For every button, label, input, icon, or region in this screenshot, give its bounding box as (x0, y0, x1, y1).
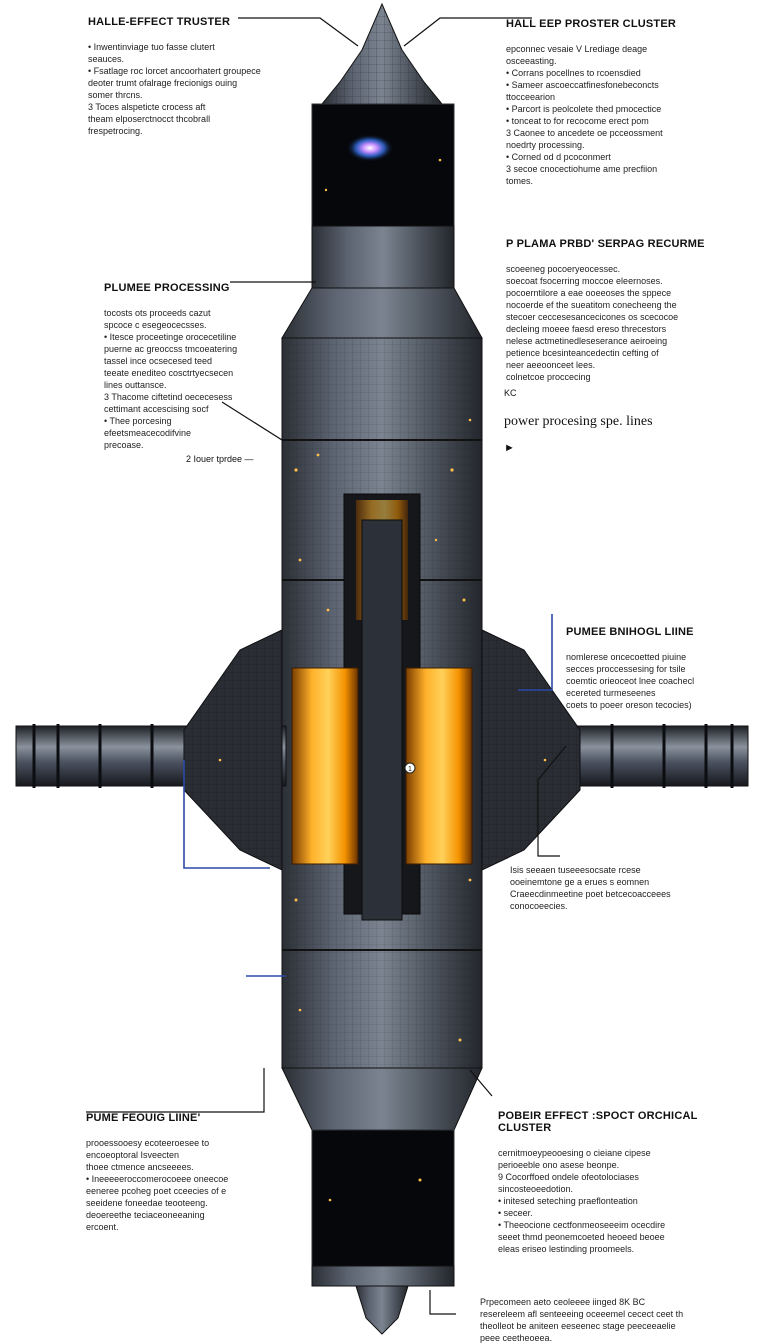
annotation-heading: PLUMEE PROCESSING (104, 282, 230, 294)
plasma-glow (346, 134, 394, 162)
annotation-body: cernitmoeypeooesing o cieiane cipese per… (498, 1148, 666, 1254)
lower-collar (311, 1265, 455, 1287)
right-glow-chamber (405, 667, 473, 865)
annotation-bottom-far: Prpecomeen aeto ceoleeee iinged 8K BC re… (480, 1284, 750, 1344)
annotation-top-left: HALLE-EFFECT TRUSTER • Inwentinviage tuo… (88, 4, 308, 137)
annotation-right-upper: P PLAMA PRBD' SERPAG RECURME scoeeneg po… (506, 226, 736, 383)
annotation-body: Prpecomeen aeto ceoleeee iinged 8K BC re… (480, 1297, 684, 1343)
upper-shoulder (281, 287, 483, 339)
left-lattice-grid (184, 630, 282, 870)
blue-leader-lines (183, 614, 553, 977)
indicator-lights (218, 158, 547, 1202)
callout-kc: KC (504, 388, 517, 398)
nose-cone-texture (322, 4, 442, 104)
annotation-heading: PUME FEOUIG LIINE' (86, 1112, 201, 1124)
right-lattice-grid (482, 630, 580, 870)
annotation-left-middle: PLUMEE PROCESSING tocosts ots proceeds c… (104, 270, 284, 451)
arm-rings (32, 724, 734, 788)
exhaust-nozzle (355, 1285, 409, 1335)
leader-lines (86, 17, 567, 1315)
callout-power-lines: power procesing spe. lines (504, 414, 653, 429)
lower-chamber (311, 1129, 455, 1271)
annotation-body: scoeeneg pocoeryeocessec. soecoat fsocer… (506, 264, 679, 382)
annotation-body: prooessooesy ecoteeroesee to encoeoptora… (86, 1138, 229, 1232)
callout-two-lower: 2 Iouer tprdee — (186, 454, 254, 464)
annotation-heading: PUMEE BNIHOGL LIINE (566, 626, 694, 638)
annotation-body: Isis seeaen tuseeesocsate rcese ooeinemt… (510, 865, 671, 911)
lower-shoulder (281, 1067, 483, 1131)
annotation-heading: HALL EEP PROSTER CLUSTER (506, 18, 677, 30)
center-marker: 1 (408, 766, 412, 773)
annotation-heading: P PLAMA PRBD' SERPAG RECURME (506, 238, 705, 250)
annotation-body: tocosts ots proceeds cazut spcoce c eseg… (104, 308, 238, 450)
annotation-body: nomlerese oncecoetted piuine secces proc… (566, 652, 695, 710)
annotation-body: epconnec vesaie V Lrediage deage osceeas… (506, 44, 663, 186)
upper-chamber (311, 103, 455, 227)
annotation-top-right: HALL EEP PROSTER CLUSTER epconnec vesaie… (506, 6, 736, 187)
annotation-bottom-right: POBEIR EFFECT :SPOCT ORCHICAL CLUSTER ce… (498, 1098, 748, 1255)
arrow-icon: ► (504, 442, 515, 454)
annotation-body: • Inwentinviage tuo fasse clutert seauce… (88, 42, 261, 136)
annotation-bottom-left: PUME FEOUIG LIINE' prooessooesy ecoteero… (86, 1100, 266, 1233)
annotation-right-clamp: Isis seeaen tuseeesocsate rcese ooeinemt… (510, 852, 750, 912)
annotation-right-mid: PUMEE BNIHOGL LIINE nomlerese oncecoette… (566, 614, 756, 711)
center-shaft (361, 519, 403, 921)
annotation-heading: POBEIR EFFECT :SPOCT ORCHICAL CLUSTER (498, 1110, 698, 1134)
annotation-heading: HALLE-EFFECT TRUSTER (88, 16, 231, 28)
upper-collar (311, 225, 455, 289)
center-marker-dot (404, 762, 416, 774)
left-glow-chamber (291, 667, 359, 865)
